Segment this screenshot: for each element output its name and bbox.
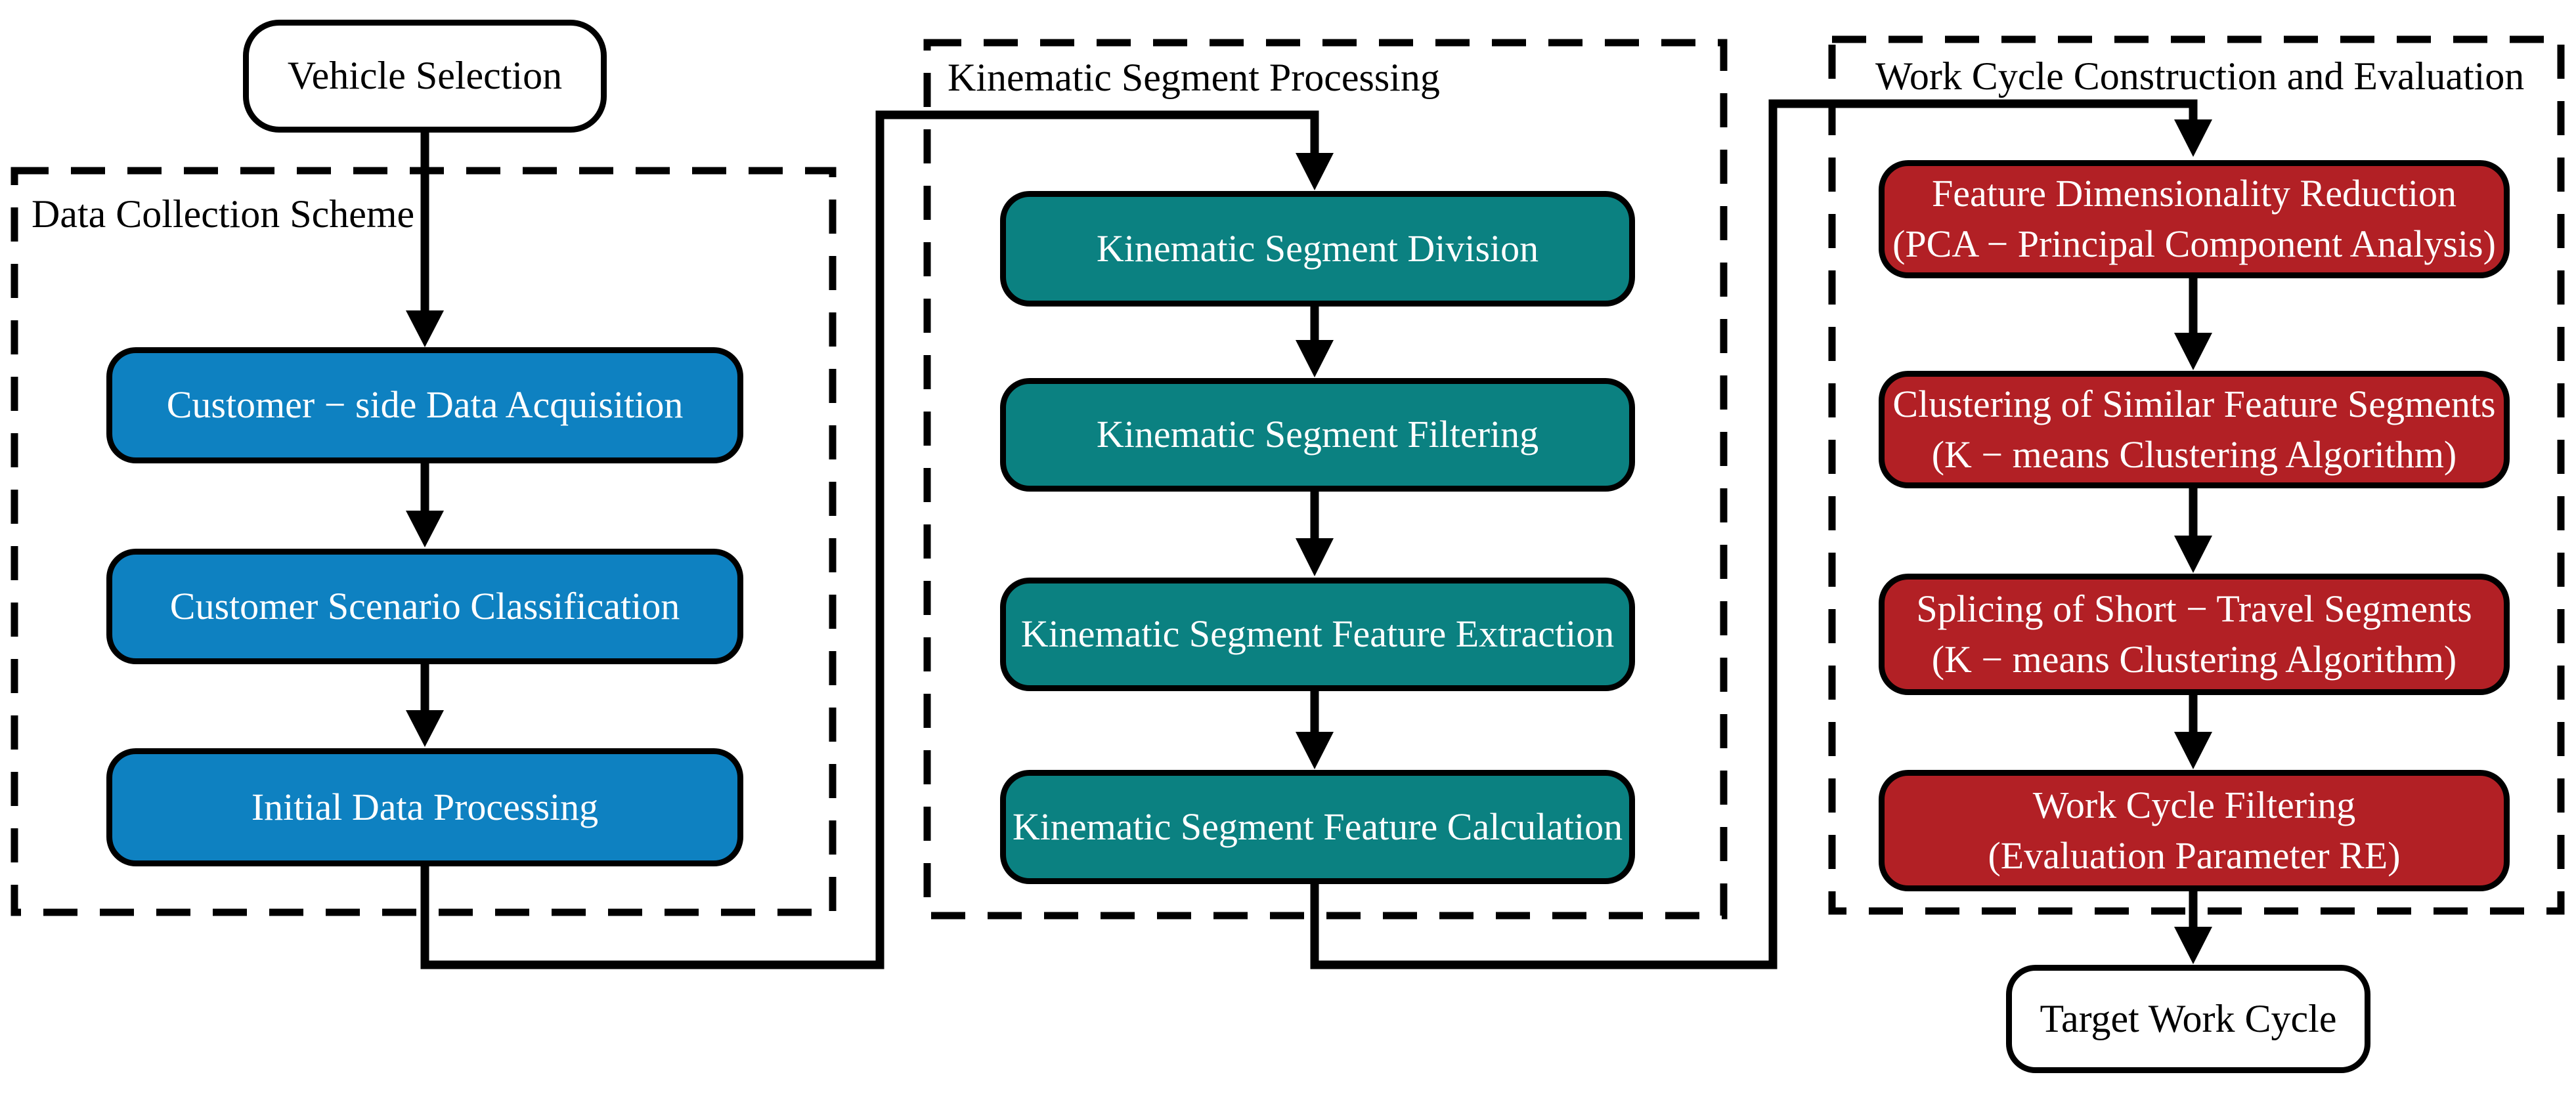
node-label: Customer Scenario Classification: [169, 584, 680, 627]
node-label-line2: (Evaluation Parameter RE): [1988, 834, 2401, 877]
node-label-line2: (PCA − Principal Component Analysis): [1892, 223, 2496, 265]
node-label: Kinematic Segment Feature Calculation: [1012, 805, 1623, 848]
arrowhead-icon: [1296, 538, 1334, 576]
group-border-kinematic-processing: [923, 39, 1728, 920]
node-label: Kinematic Segment Feature Extraction: [1020, 612, 1615, 656]
arrowhead-icon: [406, 710, 444, 747]
node-kinematic-segment-filtering: Kinematic Segment Filtering: [1000, 378, 1635, 492]
group-title-kinematic-processing: Kinematic Segment Processing: [948, 56, 1440, 99]
group-border-work-cycle: [1828, 35, 2565, 915]
arrowhead-icon: [2174, 536, 2212, 573]
node-vehicle-selection: Vehicle Selection: [243, 20, 607, 133]
arrowhead-icon: [2174, 119, 2212, 157]
node-label-line2: (K − means Clustering Algorithm): [1931, 433, 2457, 476]
node-clustering-of-similar-feature-segments: Clustering of Similar Feature Segments (…: [1879, 371, 2510, 488]
node-initial-data-processing: Initial Data Processing: [106, 748, 743, 866]
node-label: Kinematic Segment Division: [1096, 226, 1539, 270]
node-splicing-of-short-travel-segments: Splicing of Short − Travel Segments (K −…: [1879, 574, 2510, 695]
group-title-data-collection: Data Collection Scheme: [32, 192, 415, 236]
node-customer-side-data-acquisition: Customer − side Data Acquisition: [106, 347, 743, 463]
connector-col1-to-col2: [420, 110, 1319, 969]
arrowhead-icon: [1296, 153, 1334, 190]
node-kinematic-segment-feature-extraction: Kinematic Segment Feature Extraction: [1000, 578, 1635, 691]
node-kinematic-segment-division: Kinematic Segment Division: [1000, 191, 1635, 307]
node-label: Customer − side Data Acquisition: [166, 383, 684, 427]
arrowhead-icon: [406, 511, 444, 547]
arrowhead-icon: [2174, 333, 2212, 370]
node-feature-dimensionality-reduction: Feature Dimensionality Reduction (PCA − …: [1879, 160, 2510, 278]
group-title-work-cycle: Work Cycle Construction and Evaluation: [1875, 54, 2525, 98]
node-work-cycle-filtering: Work Cycle Filtering (Evaluation Paramet…: [1879, 770, 2510, 891]
node-label-line1: Work Cycle Filtering: [2032, 783, 2356, 826]
arrowhead-icon: [406, 310, 444, 347]
arrowhead-icon: [2174, 732, 2212, 769]
arrowhead-icon: [1296, 340, 1334, 377]
node-label-line1: Splicing of Short − Travel Segments: [1916, 587, 2472, 630]
node-label: Target Work Cycle: [2040, 996, 2337, 1040]
node-label-line2: (K − means Clustering Algorithm): [1931, 637, 2457, 681]
connector-col2-to-col3: [1310, 99, 2198, 969]
node-label: Vehicle Selection: [287, 54, 563, 98]
node-kinematic-segment-feature-calculation: Kinematic Segment Feature Calculation: [1000, 770, 1635, 884]
node-label-line1: Feature Dimensionality Reduction: [1932, 172, 2456, 215]
arrowhead-icon: [1296, 732, 1334, 769]
node-target-work-cycle: Target Work Cycle: [2006, 965, 2370, 1073]
node-label: Initial Data Processing: [251, 785, 599, 828]
arrowhead-icon: [2174, 927, 2212, 964]
node-label-line1: Clustering of Similar Feature Segments: [1892, 382, 2496, 425]
node-customer-scenario-classification: Customer Scenario Classification: [106, 549, 743, 664]
node-label: Kinematic Segment Filtering: [1096, 413, 1539, 456]
